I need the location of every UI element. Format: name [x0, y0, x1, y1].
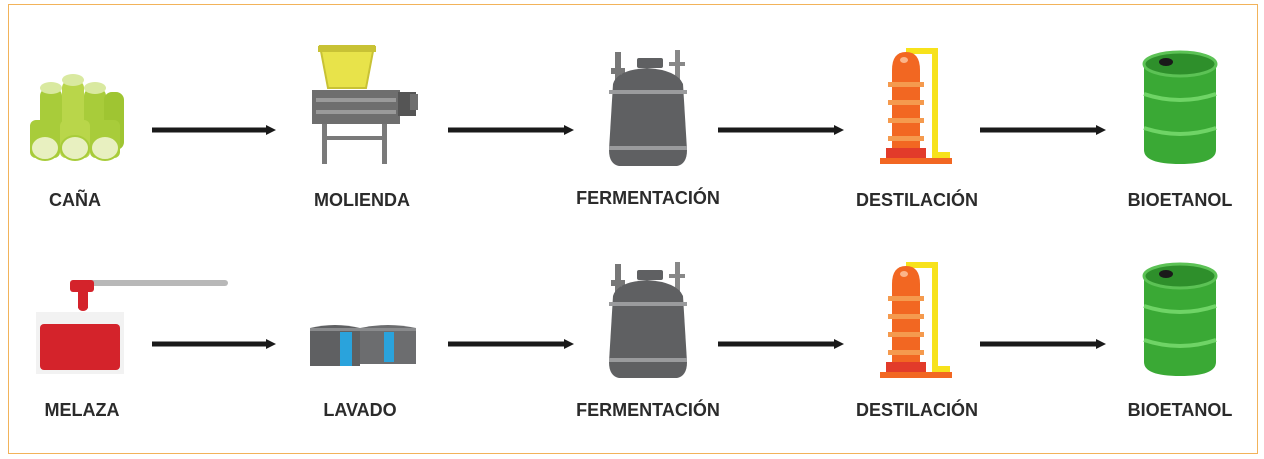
washing-tanks-icon: [310, 325, 416, 366]
step-label: DESTILACIÓN: [856, 189, 978, 210]
step-label: FERMENTACIÓN: [576, 187, 720, 208]
molasses-icon: [36, 280, 228, 374]
step-label: BIOETANOL: [1128, 190, 1233, 210]
fermentation-tank-icon: [609, 50, 687, 166]
mill-icon: [312, 45, 418, 164]
diagram-frame: [8, 4, 1258, 454]
step-label: MOLIENDA: [314, 190, 410, 210]
distillation-column-icon: [880, 48, 952, 164]
barrel-icon: [1142, 50, 1218, 164]
barrel-icon: [1142, 262, 1218, 376]
step-label: FERMENTACIÓN: [576, 399, 720, 420]
step-label: CAÑA: [49, 189, 101, 210]
step-label: DESTILACIÓN: [856, 399, 978, 420]
step-label: MELAZA: [45, 400, 120, 420]
step-label: BIOETANOL: [1128, 400, 1233, 420]
fermentation-tank-icon: [609, 262, 687, 378]
step-label: LAVADO: [323, 400, 396, 420]
sugarcane-icon: [30, 74, 124, 161]
distillation-column-icon: [880, 262, 952, 378]
